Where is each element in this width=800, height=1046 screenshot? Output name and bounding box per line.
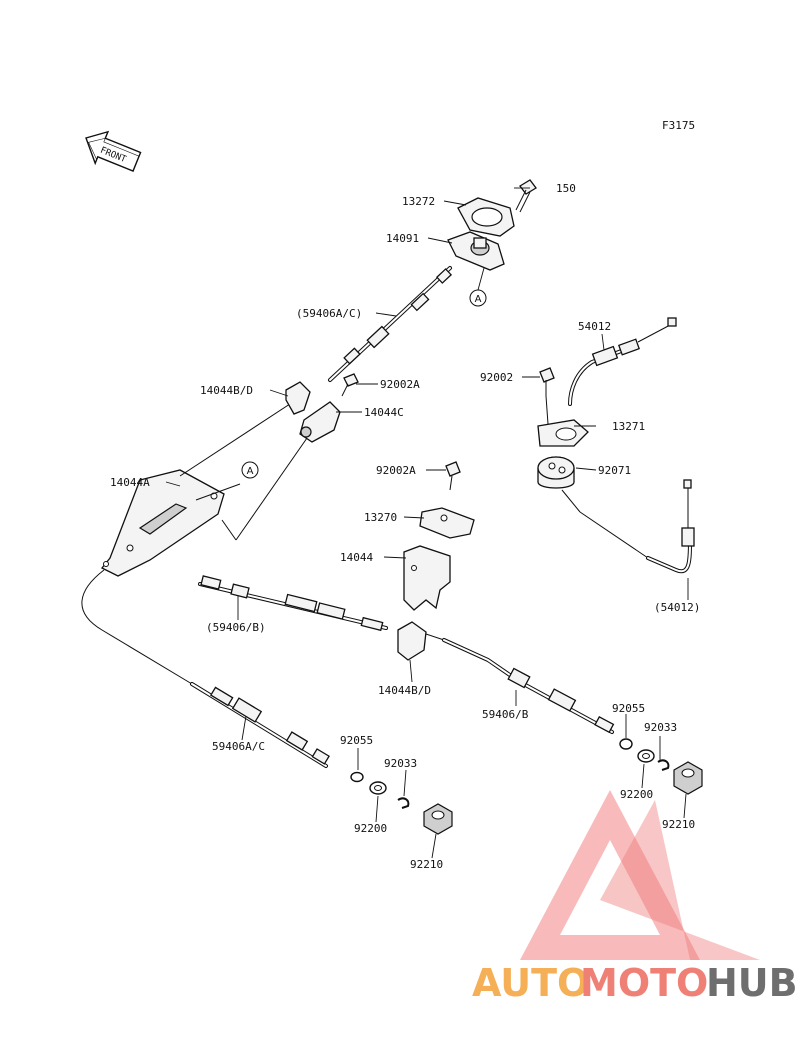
cable-59406b	[198, 575, 388, 632]
gasket-13272	[457, 197, 515, 237]
label-14044bd-top: 14044B/D	[200, 384, 253, 397]
label-92033-left: 92033	[384, 757, 417, 770]
cable-59406ac-lower	[190, 682, 330, 768]
ref-marker-a-left	[241, 461, 259, 479]
logo-text-auto: AUTO	[472, 961, 589, 1005]
oring-92055-left	[350, 771, 364, 783]
oring-92055-right	[619, 738, 633, 750]
cable-54012-lower	[646, 479, 695, 574]
label-92002: 92002	[480, 371, 513, 384]
bolt-92002	[539, 367, 555, 425]
label-92002a-top: 92002A	[380, 378, 420, 391]
logo-triangle-inner	[560, 840, 660, 935]
clip-14044bd-mid	[397, 621, 427, 661]
label-14044bd-mid: 14044B/D	[378, 684, 431, 697]
label-14044c: 14044C	[364, 406, 404, 419]
nut-92210-left	[423, 803, 453, 835]
clip-14044bd-top	[285, 381, 311, 415]
label-92200-right: 92200	[620, 788, 653, 801]
holder-14091	[447, 231, 505, 271]
watermark-logo: AUTO MOTO HUB	[472, 790, 798, 1005]
logo-text-moto: MOTO	[580, 961, 708, 1005]
cable-54012-upper	[568, 317, 677, 406]
label-92002a-mid: 92002A	[376, 464, 416, 477]
bracket-14044a	[100, 469, 225, 577]
bracket-14044	[403, 545, 451, 611]
logo-triangle-right	[600, 800, 760, 960]
front-arrow-icon: FRONT	[85, 130, 142, 172]
ref-marker-a-left-label: A	[247, 466, 254, 477]
plate-13270	[419, 507, 475, 539]
label-59406ac: 59406A/C	[212, 740, 265, 753]
bolt-150	[515, 179, 537, 213]
label-13272: 13272	[402, 195, 435, 208]
label-14044a: 14044A	[110, 476, 150, 489]
label-92200-left: 92200	[354, 822, 387, 835]
grommet-92071	[537, 456, 575, 489]
label-92210-left: 92210	[410, 858, 443, 871]
label-59406b: 59406/B	[482, 708, 529, 721]
label-92071: 92071	[598, 464, 631, 477]
diagram-code: F3175	[662, 119, 695, 132]
label-92055-right: 92055	[612, 702, 645, 715]
cable-59406b-right	[442, 638, 615, 734]
label-54012-paren: (54012)	[654, 601, 700, 614]
label-13271: 13271	[612, 420, 645, 433]
cable-59406ac-upper	[328, 266, 453, 382]
label-59406ac-top: (59406A/C)	[296, 307, 362, 320]
label-150: 150	[556, 182, 576, 195]
label-14044: 14044	[340, 551, 373, 564]
label-92055-left: 92055	[340, 734, 373, 747]
bolt-92002a-mid	[445, 461, 461, 491]
clamp-14044c	[299, 401, 341, 443]
label-14091: 14091	[386, 232, 419, 245]
clip-92033-left	[397, 797, 410, 809]
label-54012: 54012	[578, 320, 611, 333]
plate-13271	[537, 419, 589, 447]
label-92033-right: 92033	[644, 721, 677, 734]
logo-text-hub: HUB	[706, 961, 798, 1005]
label-13270: 13270	[364, 511, 397, 524]
clip-92033-right	[657, 759, 670, 771]
cable-route-line-left	[81, 569, 193, 685]
bolt-92002a-top	[341, 373, 359, 397]
label-92210-right: 92210	[662, 818, 695, 831]
label-59406b-paren: (59406/B)	[206, 621, 266, 634]
nut-92210-right	[673, 761, 703, 795]
ref-marker-a-top-label: A	[475, 294, 482, 305]
